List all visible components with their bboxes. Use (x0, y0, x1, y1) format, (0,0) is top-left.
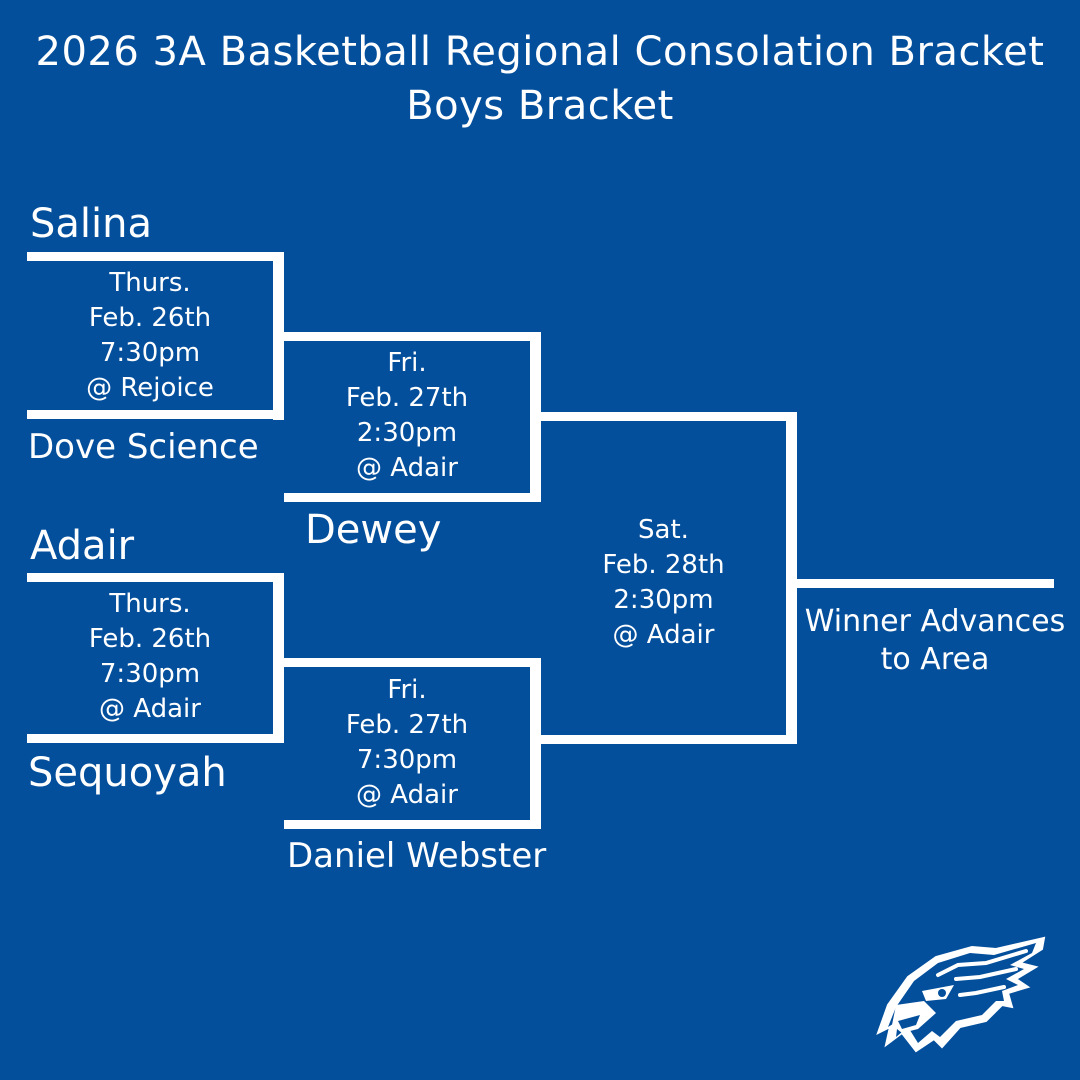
final-game-info: Sat. Feb. 28th 2:30pm @ Adair (541, 513, 786, 653)
team-dove-science: Dove Science (28, 427, 259, 467)
g4-top-line (284, 658, 541, 667)
g3-bottom-line (284, 493, 541, 502)
game-4-day: Fri. (387, 675, 427, 705)
final-right-line (786, 412, 797, 744)
game-3-info: Fri. Feb. 27th 2:30pm @ Adair (284, 346, 530, 486)
g3-right-line (530, 332, 541, 502)
game-1-date: Feb. 26th (88, 303, 212, 333)
winner-line-1: Winner Advances (804, 604, 1066, 639)
g3-top-line (284, 332, 541, 341)
eagle-feather-1 (936, 949, 1028, 977)
team-dewey: Dewey (305, 507, 442, 553)
game-1-time: 7:30pm (99, 338, 201, 368)
game-4-time: 7:30pm (356, 745, 458, 775)
game-2-date: Feb. 26th (88, 624, 212, 654)
game-2-site: @ Adair (99, 694, 201, 724)
winner-line (797, 579, 1054, 588)
g2-bottom-line (27, 734, 284, 743)
game-3-date: Feb. 27th (345, 383, 469, 413)
final-game-site: @ Adair (612, 620, 715, 650)
game-4-info: Fri. Feb. 27th 7:30pm @ Adair (284, 673, 530, 813)
game-2-info: Thurs. Feb. 26th 7:30pm @ Adair (27, 587, 273, 727)
game-1-day: Thurs. (109, 268, 191, 298)
game-4-date: Feb. 27th (345, 710, 469, 740)
bracket-subtitle: Boys Bracket (406, 83, 674, 129)
g4-right-line (530, 658, 541, 829)
final-game-time: 2:30pm (613, 585, 714, 615)
g1-right-line (273, 252, 284, 420)
game-3-time: 2:30pm (356, 418, 458, 448)
game-2-day: Thurs. (109, 589, 191, 619)
game-3-day: Fri. (387, 348, 427, 378)
final-game-day: Sat. (638, 515, 689, 545)
winner-line-2: to Area (880, 642, 990, 677)
g1-bottom-line (27, 410, 284, 419)
eagle-eye (938, 989, 946, 997)
g4-bottom-line (284, 820, 541, 829)
eagle-beak-mouth (898, 1015, 920, 1029)
game-2-time: 7:30pm (99, 659, 201, 689)
winner-advances-text: Winner Advances to Area (797, 603, 1073, 679)
g1-top-line (27, 252, 284, 261)
eagle-head-logo (876, 936, 1046, 1053)
team-sequoyah: Sequoyah (28, 750, 227, 796)
game-1-site: @ Rejoice (86, 373, 214, 403)
final-bottom-line (541, 735, 797, 744)
game-4-site: @ Adair (356, 780, 458, 810)
game-1-info: Thurs. Feb. 26th 7:30pm @ Rejoice (27, 266, 273, 406)
eagle-feather-2 (954, 967, 1018, 981)
bracket-title: 2026 3A Basketball Regional Consolation … (35, 29, 1045, 75)
team-salina: Salina (30, 201, 152, 247)
final-top-line (541, 412, 797, 421)
final-game-date: Feb. 28th (602, 550, 725, 580)
team-daniel-webster: Daniel Webster (287, 836, 547, 876)
game-3-site: @ Adair (356, 453, 458, 483)
g2-right-line (273, 573, 284, 743)
g2-top-line (27, 573, 284, 582)
team-adair: Adair (30, 523, 135, 569)
eagle-feather-3 (958, 985, 1006, 997)
